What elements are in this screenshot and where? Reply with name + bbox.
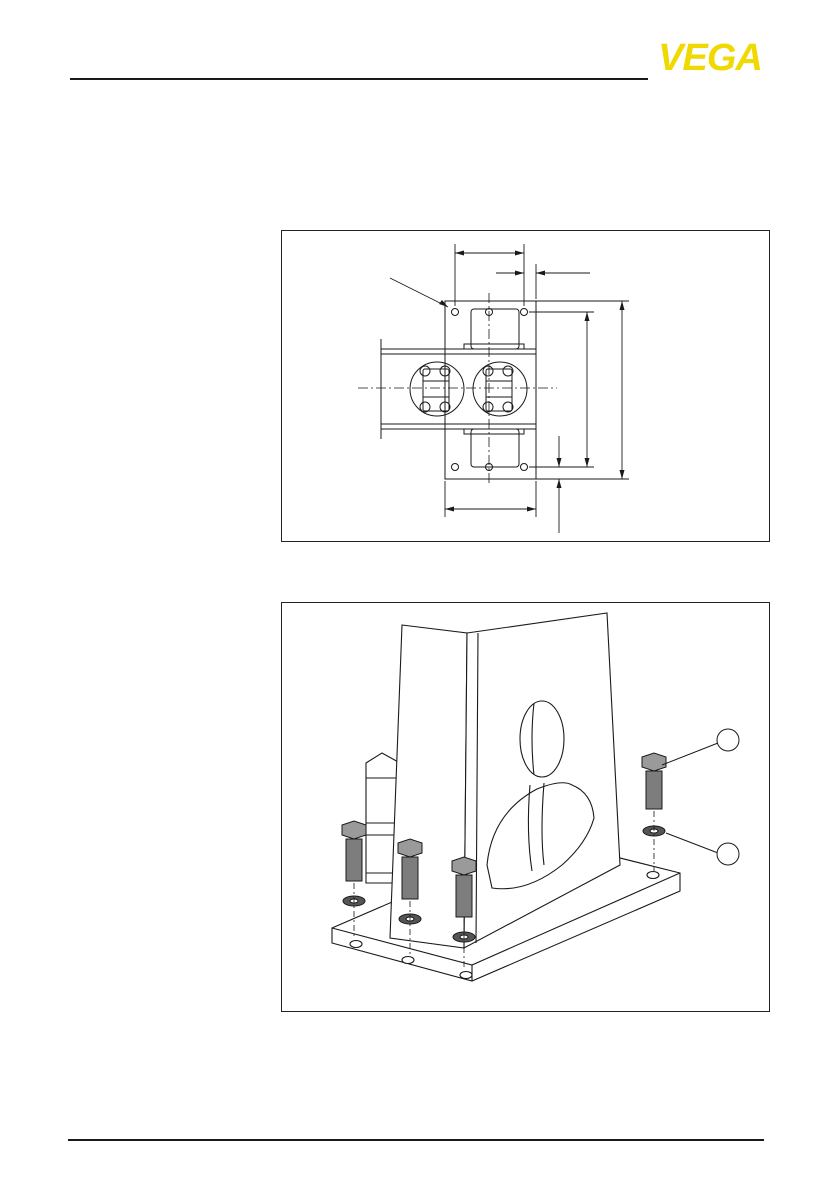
vega-logo-text: VEGA [652,36,768,80]
footer-rule [68,1139,764,1141]
pedestal-mounting-drawing [281,602,770,1012]
mounting-plate-outline [445,301,536,479]
bolt-4 [642,753,666,836]
callout-circle-2 [717,843,739,865]
vega-logo: VEGA [652,42,768,74]
pedestal-assembly-svg [282,603,769,1011]
right-pipe-clamp [473,362,527,416]
dimension-drawing-svg [282,231,769,541]
callout-circle-1 [717,729,739,751]
pedestal-left-face [390,625,467,948]
header-rule [70,78,648,80]
mounting-plate-dimension-drawing [281,230,770,542]
upper-cutout [520,701,564,777]
left-pipe-clamp [410,362,464,416]
